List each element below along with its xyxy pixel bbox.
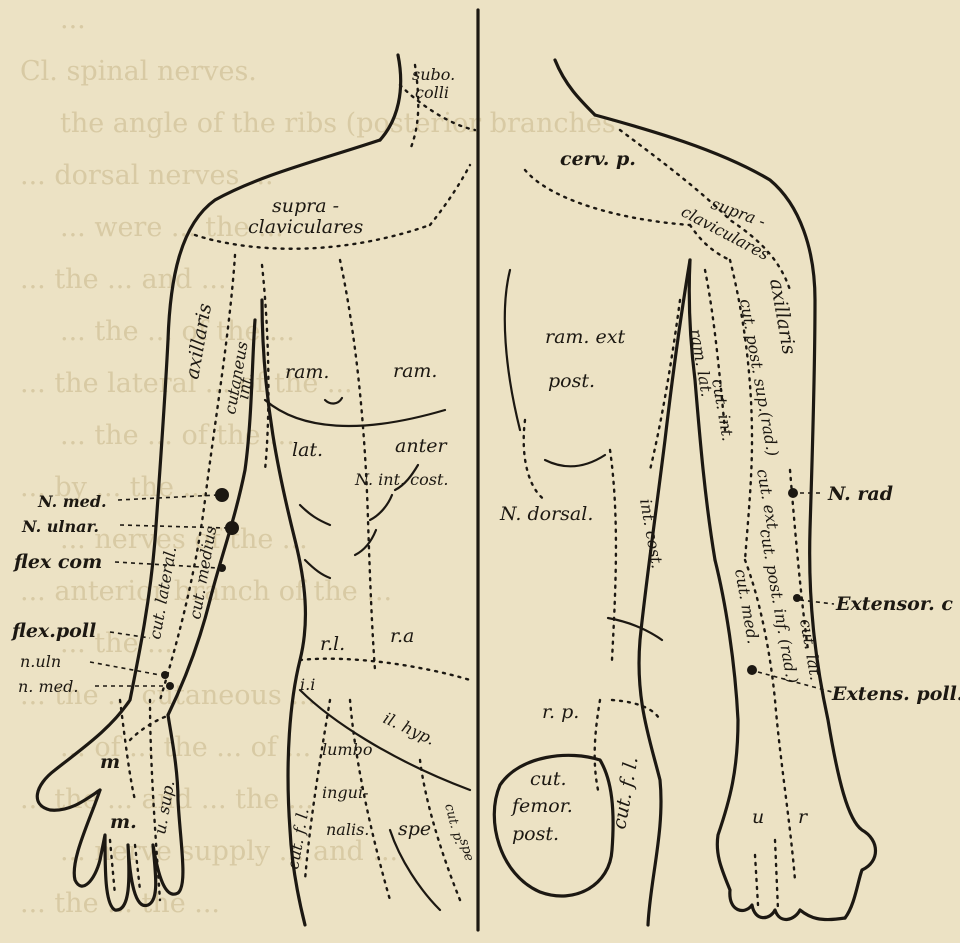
- label-spe: spe: [398, 818, 431, 840]
- label-n-rad: N. rad: [827, 483, 893, 505]
- background-text-line: ... the ... of the ...: [60, 420, 295, 451]
- back-arm-inner-outline: [689, 260, 715, 560]
- back-boundary: [525, 170, 690, 225]
- label-colli: colli: [415, 83, 449, 102]
- label-cut-femor-post-3: post.: [512, 823, 559, 845]
- back-labels: cerv. p. supra - claviculares axillaris …: [499, 148, 960, 845]
- label-n-med: N. med.: [37, 492, 107, 511]
- label-u: u: [752, 806, 764, 828]
- back-boundary: [755, 840, 778, 910]
- front-rib-mark: [370, 495, 392, 520]
- label-il-a: i.i: [300, 675, 315, 694]
- front-boundary: [300, 659, 470, 680]
- front-nerve-point: [166, 682, 174, 690]
- label-r: r: [798, 806, 809, 828]
- label-n-uln: n.uln: [20, 652, 61, 671]
- back-scapula-line: [545, 455, 605, 466]
- background-text-line: ...: [60, 4, 86, 35]
- label-claviculares: claviculares: [248, 216, 363, 238]
- label-lat: lat.: [292, 439, 323, 461]
- label-spe-2: spe: [456, 837, 476, 863]
- label-cut-int: cut. int.: [708, 377, 738, 442]
- front-nerve-point: [161, 671, 169, 679]
- label-int-cost: int. cost.: [636, 497, 667, 570]
- background-text-line: ... the ... and ...: [20, 264, 227, 295]
- back-torso-side-outline: [639, 260, 690, 925]
- front-nerve-point: [218, 564, 226, 572]
- label-ram-ext: ram. ext: [545, 326, 625, 348]
- label-supra: supra -: [272, 195, 339, 217]
- back-neck-outline: [555, 60, 595, 115]
- background-text-line: ... the ... the ...: [20, 888, 220, 919]
- label-n-med-2: n. med.: [18, 677, 78, 696]
- back-boundary: [612, 700, 660, 720]
- label-axillaris-back: axillaris: [765, 277, 800, 356]
- label-r-p: r. p.: [542, 701, 579, 723]
- label-ram-right: ram.: [393, 360, 437, 382]
- front-boundary: [430, 165, 470, 225]
- label-m-hand-2: m.: [110, 811, 137, 833]
- leader-line: [800, 600, 834, 604]
- label-m-hand: m: [100, 751, 120, 773]
- background-text-line: Cl. spinal nerves.: [20, 56, 257, 87]
- label-extensor-c: Extensor. c: [835, 593, 953, 615]
- label-cut-post-inf: cut. post. inf. (rad.): [756, 527, 802, 684]
- back-boundary: [524, 420, 545, 500]
- label-flex-com: flex com: [12, 551, 102, 573]
- back-boundary: [610, 450, 616, 660]
- background-text-line: the angle of the ribs (posterior branche…: [60, 108, 616, 139]
- back-waist-line: [608, 618, 662, 640]
- back-nerve-point: [788, 488, 798, 498]
- label-cut-femor-post-2: femor.: [510, 795, 573, 817]
- label-n-dorsal: N. dorsal.: [499, 503, 593, 525]
- label-il-hyp: il. hyp.: [380, 708, 438, 748]
- background-text-line: ... dorsal nerves ...: [20, 160, 274, 191]
- label-anter: anter: [395, 435, 448, 457]
- back-nerve-point: [747, 665, 757, 675]
- label-cut-f-l-back: cut. f. l.: [608, 755, 642, 831]
- label-ram-left: ram.: [285, 361, 329, 383]
- leader-line: [90, 662, 160, 675]
- label-cerv-p: cerv. p.: [560, 148, 636, 170]
- label-r-a: r.a: [390, 625, 414, 647]
- label-ingui: ingui-: [322, 783, 369, 802]
- label-flex-poll: flex.poll: [10, 620, 96, 642]
- label-r-l: r.l.: [320, 633, 345, 655]
- background-text-line: ... the ... of the ...: [60, 316, 295, 347]
- label-extens-poll: Extens. poll.: [831, 683, 960, 705]
- label-cut-femor-post-1: cut.: [530, 768, 567, 790]
- label-nalis: nalis.: [326, 820, 369, 839]
- back-scapula-line: [505, 270, 520, 430]
- back-boundary: [595, 700, 600, 790]
- front-boundary: [340, 260, 375, 670]
- label-cut-ext: cut. ext.: [753, 467, 783, 535]
- back-nerve-point: [793, 594, 801, 602]
- label-n-ulnar: N. ulnar.: [21, 517, 99, 536]
- label-subo: subo.: [412, 65, 455, 84]
- label-post: post.: [548, 370, 595, 392]
- back-boundary: [620, 130, 790, 290]
- front-rib-mark: [300, 505, 330, 525]
- label-lumbo: lumbo: [322, 740, 372, 759]
- label-n-int-cost: N. int. cost.: [354, 470, 449, 489]
- front-rib-mark: [355, 530, 376, 555]
